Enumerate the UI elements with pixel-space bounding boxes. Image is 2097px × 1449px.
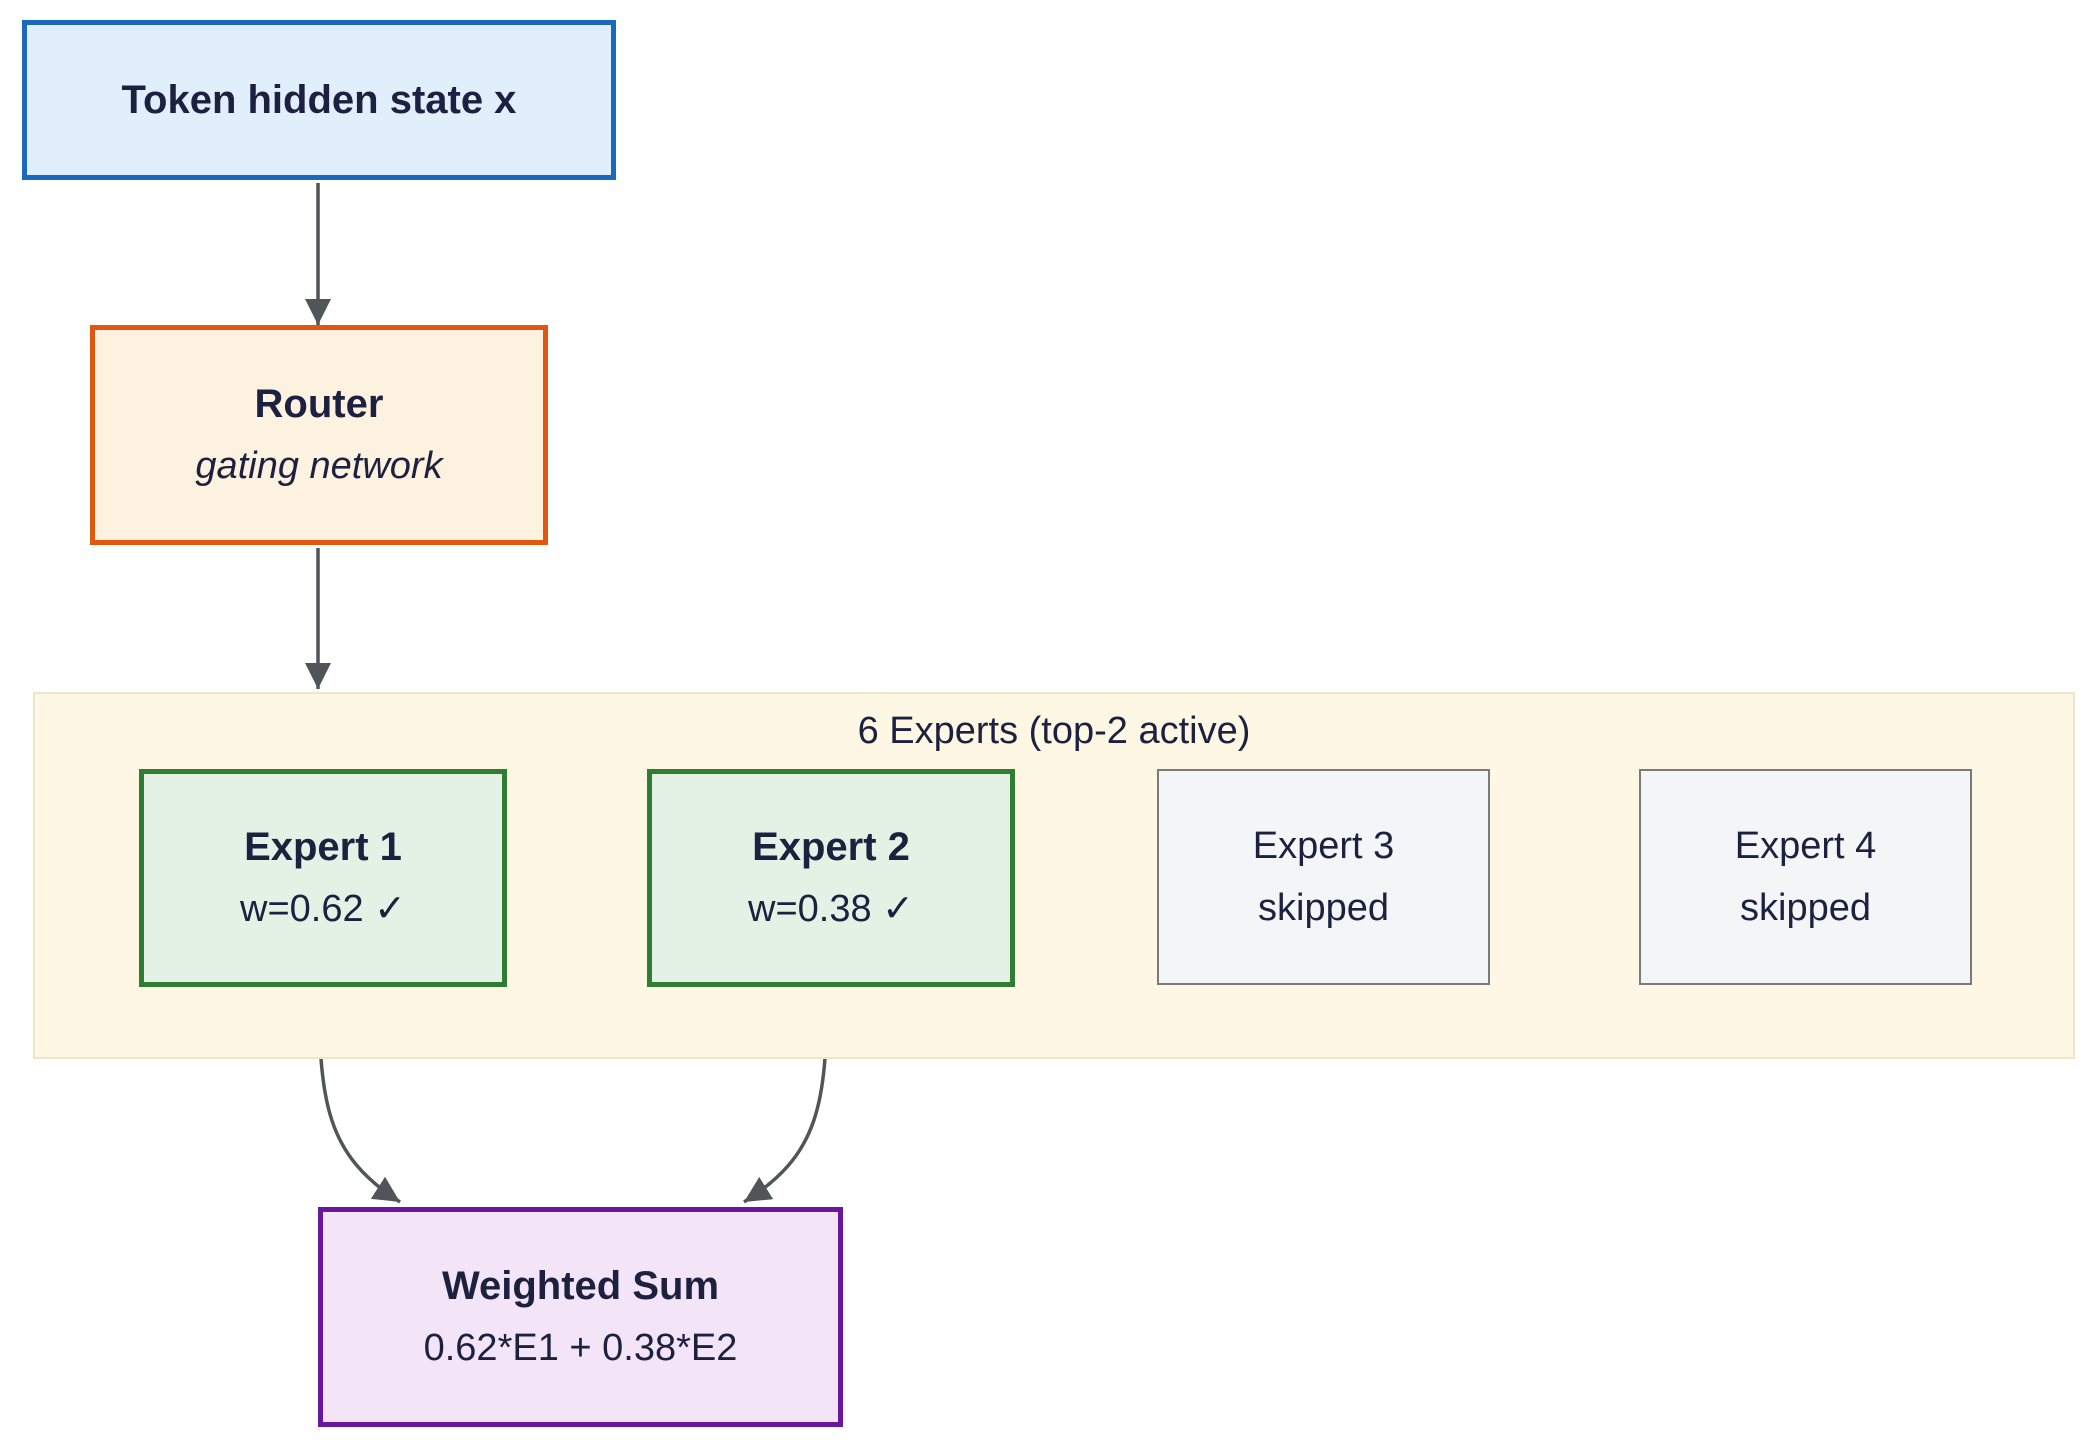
expert-4-status: skipped bbox=[1740, 887, 1871, 929]
expert-1-node: Expert 1 w=0.62 ✓ bbox=[139, 769, 507, 987]
expert-3-node: Expert 3 skipped bbox=[1157, 769, 1490, 985]
expert-1-label: Expert 1 bbox=[244, 825, 402, 869]
weighted-sum-formula: 0.62*E1 + 0.38*E2 bbox=[423, 1327, 738, 1369]
experts-group: 6 Experts (top-2 active) Expert 1 w=0.62… bbox=[33, 692, 2075, 1059]
router-sublabel: gating network bbox=[195, 445, 443, 487]
expert-4-node: Expert 4 skipped bbox=[1639, 769, 1972, 985]
router-node: Router gating network bbox=[90, 325, 548, 545]
expert-1-weight: w=0.62 ✓ bbox=[240, 888, 406, 930]
expert-3-status: skipped bbox=[1258, 887, 1389, 929]
expert-2-node: Expert 2 w=0.38 ✓ bbox=[647, 769, 1015, 987]
expert-4-label: Expert 4 bbox=[1734, 825, 1877, 867]
expert-2-label: Expert 2 bbox=[752, 825, 910, 869]
weighted-sum-label: Weighted Sum bbox=[441, 1264, 720, 1308]
expert-2-weight: w=0.38 ✓ bbox=[748, 888, 914, 930]
weighted-sum-node: Weighted Sum 0.62*E1 + 0.38*E2 bbox=[318, 1207, 843, 1427]
token-hidden-state-label: Token hidden state x bbox=[121, 78, 517, 122]
expert-3-label: Expert 3 bbox=[1252, 825, 1395, 867]
token-hidden-state-node: Token hidden state x bbox=[22, 20, 616, 180]
router-label: Router bbox=[254, 382, 384, 426]
experts-group-title: 6 Experts (top-2 active) bbox=[857, 710, 1251, 752]
